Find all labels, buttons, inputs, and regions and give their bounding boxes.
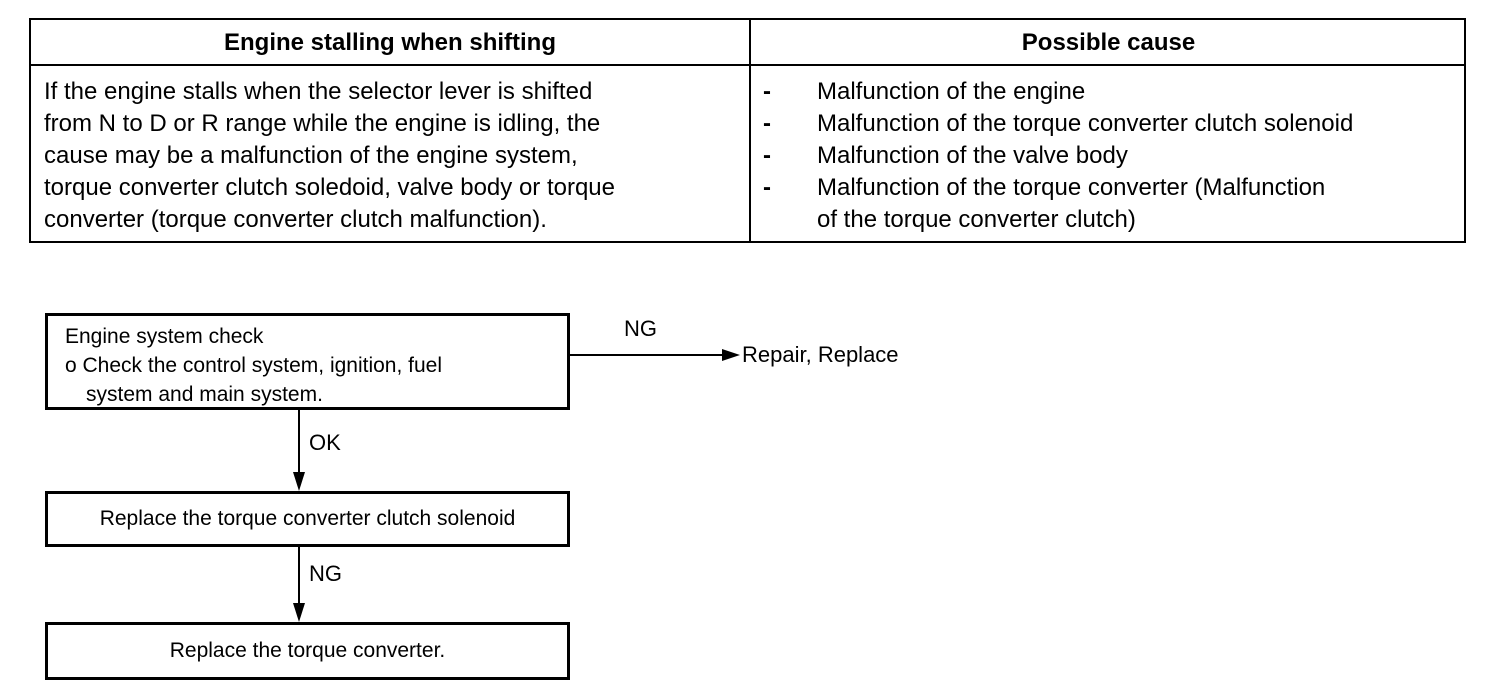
cause-text: of the torque converter clutch) bbox=[817, 206, 1136, 233]
table-column-divider bbox=[749, 20, 751, 241]
diagnosis-table: Engine stalling when shifting Possible c… bbox=[29, 18, 1466, 243]
replace-clutch-solenoid-box: Replace the torque converter clutch sole… bbox=[45, 491, 570, 547]
possible-cause-list: - Malfunction of the engine - Malfunctio… bbox=[763, 76, 1463, 236]
table-header-divider bbox=[31, 64, 1464, 66]
replace-torque-converter-box: Replace the torque converter. bbox=[45, 622, 570, 680]
description-line: torque converter clutch soledoid, valve … bbox=[44, 174, 615, 201]
ok-label: OK bbox=[309, 430, 341, 455]
cause-item: - Malfunction of the valve body bbox=[763, 140, 1463, 172]
ng-arrow-head bbox=[722, 349, 740, 361]
description-line: from N to D or R range while the engine … bbox=[44, 110, 601, 137]
ng-label: NG bbox=[624, 316, 657, 341]
description-line: If the engine stalls when the selector l… bbox=[44, 78, 593, 105]
possible-cause-header: Possible cause bbox=[1021, 29, 1196, 56]
step-bullet: o Check the control system, ignition, fu… bbox=[65, 354, 443, 377]
dash-bullet: - bbox=[763, 78, 771, 105]
symptom-header: Engine stalling when shifting bbox=[223, 29, 556, 56]
dash-bullet: - bbox=[763, 174, 771, 201]
cause-text: Malfunction of the torque converter clut… bbox=[817, 110, 1354, 137]
cause-text: Malfunction of the valve body bbox=[817, 142, 1128, 169]
step-title: Engine system check bbox=[65, 325, 264, 348]
cause-text: Malfunction of the engine bbox=[817, 78, 1086, 105]
dash-bullet: - bbox=[763, 142, 771, 169]
dash-bullet: - bbox=[763, 110, 771, 137]
repair-replace-label: Repair, Replace bbox=[742, 342, 899, 367]
step-bullet-continued: system and main system. bbox=[86, 383, 323, 406]
ok-arrow-head bbox=[293, 472, 305, 491]
ng-label-lower: NG bbox=[309, 561, 342, 586]
cause-item: - Malfunction of the torque converter (M… bbox=[763, 172, 1463, 236]
description-line: converter (torque converter clutch malfu… bbox=[44, 206, 547, 233]
cause-item: - Malfunction of the engine bbox=[763, 76, 1463, 108]
cause-text: Malfunction of the torque converter (Mal… bbox=[817, 174, 1326, 201]
engine-system-check-box: Engine system check o Check the control … bbox=[45, 313, 570, 410]
description-line: cause may be a malfunction of the engine… bbox=[44, 142, 578, 169]
cause-item: - Malfunction of the torque converter cl… bbox=[763, 108, 1463, 140]
symptom-description: If the engine stalls when the selector l… bbox=[44, 76, 734, 236]
ng-down-arrow-head bbox=[293, 603, 305, 622]
